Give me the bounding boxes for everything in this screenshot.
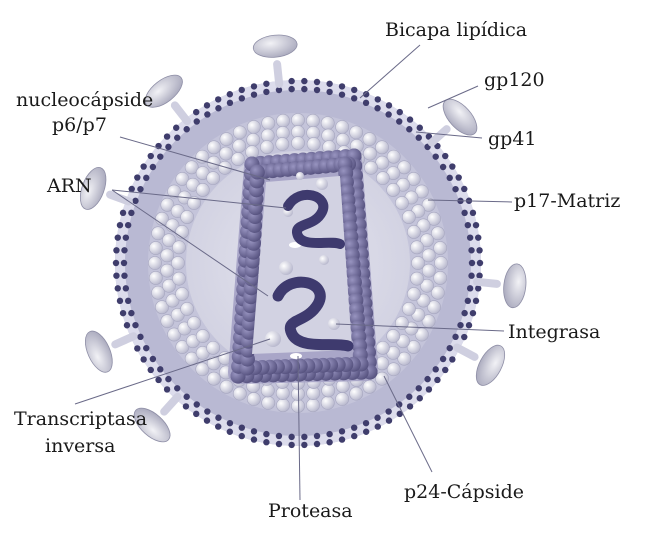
label-p24-capside: p24-Cápside	[404, 481, 524, 503]
label-p17-matriz: p17-Matriz	[514, 190, 620, 212]
rna-strand-2-icon	[272, 276, 354, 352]
core-particles	[265, 172, 340, 359]
rna-strand-icon	[283, 190, 345, 249]
label-gp120: gp120	[484, 69, 545, 91]
label-transcriptasa-line2: inversa	[45, 435, 115, 457]
gp120-spikes	[79, 34, 527, 443]
label-nucleocapside-line2: p6/p7	[52, 114, 107, 136]
leader-lines	[74, 44, 513, 501]
label-gp41: gp41	[488, 128, 537, 150]
label-integrasa: Integrasa	[508, 321, 600, 343]
label-transcriptasa-line1: Transcriptasa	[14, 408, 147, 430]
label-nucleocapside-line1: nucleocápside	[16, 89, 153, 111]
label-arn: ARN	[46, 175, 92, 197]
label-proteasa: Proteasa	[268, 500, 353, 522]
lipid-bilayer-icon	[115, 80, 481, 446]
lipid-bilayer-beads	[112, 77, 484, 449]
p24-capsid-beads	[230, 148, 378, 384]
p17-matrix-beads	[148, 113, 448, 413]
label-bicapa-lipidica: Bicapa lipídica	[385, 19, 527, 41]
capsid-core	[252, 176, 352, 354]
